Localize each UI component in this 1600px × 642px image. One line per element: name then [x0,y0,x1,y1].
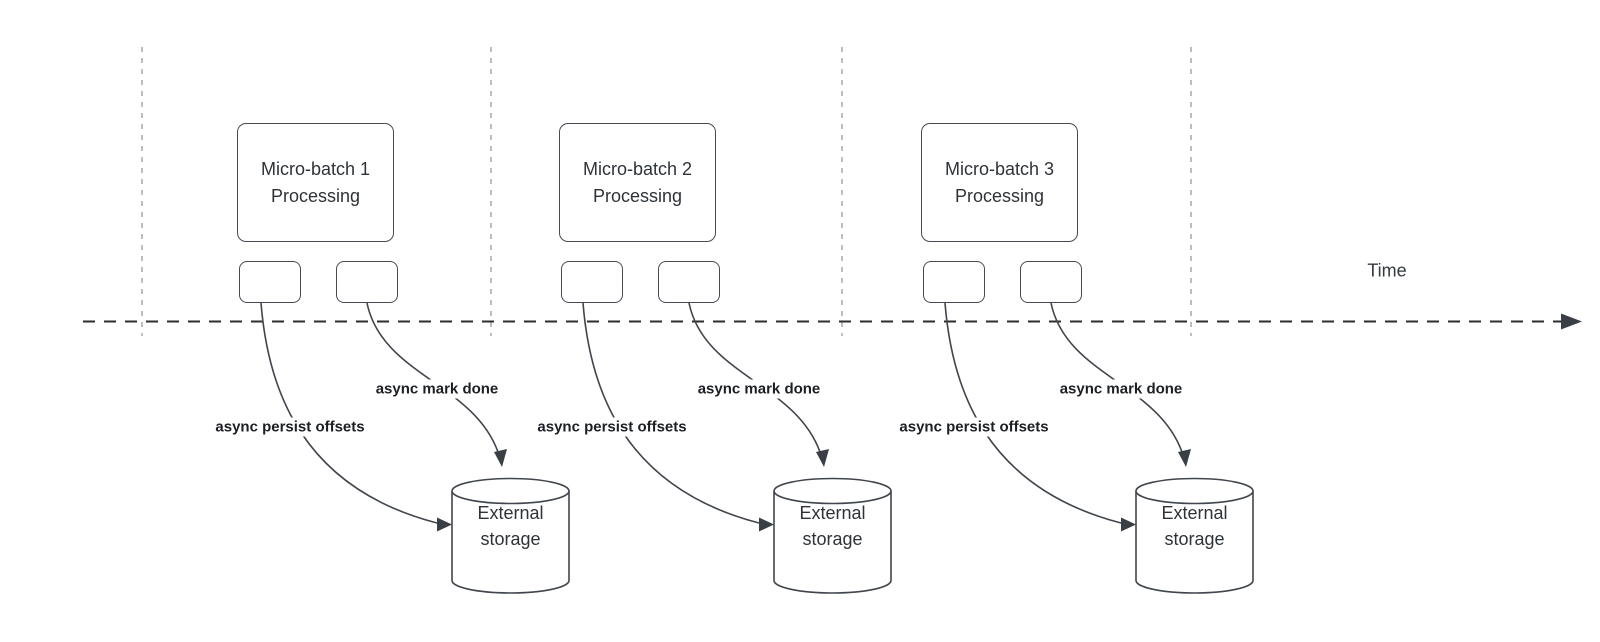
database-cylinder-body [1135,491,1254,594]
processing-box: Micro-batch 2 Processing [559,123,716,242]
persist-offsets-arrowhead-icon [1121,517,1136,532]
mark-done-label: async mark done [694,379,824,399]
database-cylinder-top [773,477,892,505]
persist-offsets-arrow [260,302,438,524]
mark-done-label: async mark done [372,379,502,399]
persist-offsets-label: async persist offsets [896,417,1052,437]
persist-offsets-arrowhead-icon [759,517,774,532]
processing-box: Micro-batch 1 Processing [237,123,394,242]
mark-done-arrow [688,302,821,453]
mark-task-box [1020,261,1082,303]
database-cylinder-body [773,491,892,594]
external-storage-label: External storage [477,503,544,550]
external-storage-label: External storage [799,503,866,550]
external-storage-label: External storage [1161,503,1228,550]
mark-done-arrow [1050,302,1183,453]
mark-done-arrow [366,302,499,453]
offset-task-box [561,261,623,303]
mark-done-label: async mark done [1056,379,1186,399]
persist-offsets-label: async persist offsets [212,417,368,437]
mark-done-arrowhead-icon [1178,449,1191,467]
persist-offsets-label: async persist offsets [534,417,690,437]
database-cylinder-top [451,477,570,505]
time-axis-label: Time [1367,260,1407,281]
section-1-vectors [260,302,570,594]
offset-task-box [239,261,301,303]
mark-task-box [658,261,720,303]
processing-box: Micro-batch 3 Processing [921,123,1078,242]
persist-offsets-arrow [944,302,1122,524]
section-3-vectors [944,302,1254,594]
mark-task-box [336,261,398,303]
batch-boundary-guides [141,47,1192,336]
mark-done-arrowhead-icon [494,449,507,467]
offset-task-box [923,261,985,303]
database-cylinder-top [1135,477,1254,505]
time-axis [83,313,1582,330]
persist-offsets-arrow [582,302,760,524]
database-cylinder-body [451,491,570,594]
time-axis-arrowhead-icon [1561,313,1582,330]
mark-done-arrowhead-icon [816,449,829,467]
persist-offsets-arrowhead-icon [437,517,452,532]
section-2-vectors [582,302,892,594]
